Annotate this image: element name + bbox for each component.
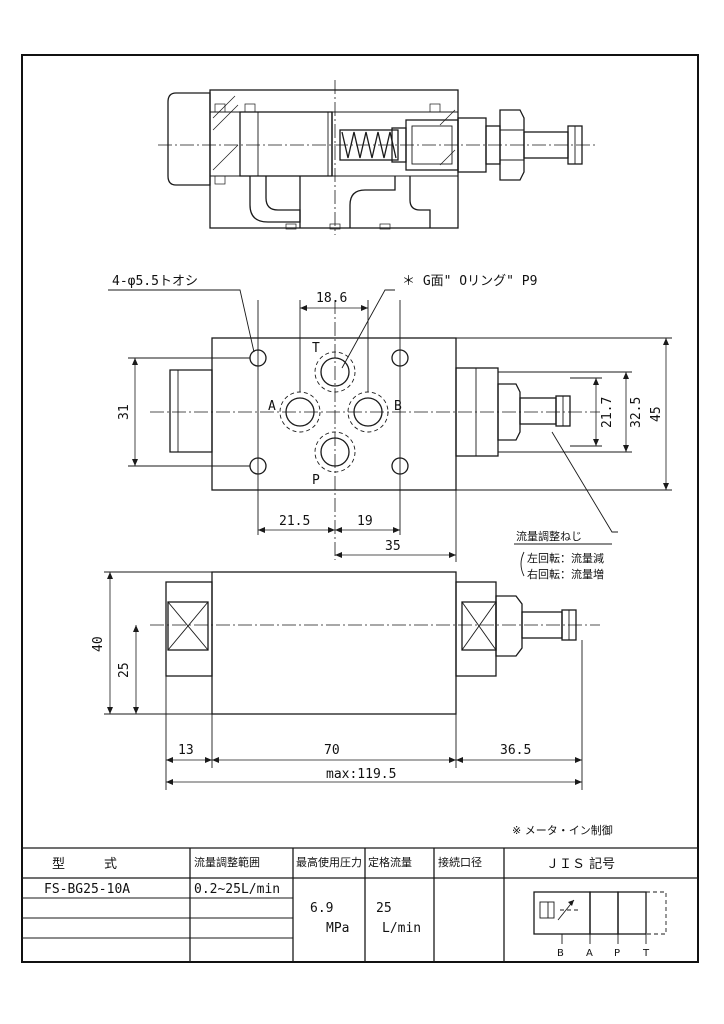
jis-port-b: B xyxy=(557,948,564,959)
dim-70: 70 xyxy=(324,743,340,758)
dim-32-5: 32.5 xyxy=(629,397,644,428)
port-label-a: A xyxy=(268,399,276,414)
cell-pressure-unit: MPa xyxy=(326,921,349,936)
section-view xyxy=(158,80,595,235)
header-model: 型 式 xyxy=(52,857,117,872)
adjust-note-title: 流量調整ねじ xyxy=(516,529,582,543)
dim-45: 45 xyxy=(649,406,664,422)
port-label-b: B xyxy=(394,399,402,414)
header-jis: ＪＩＳ 記号 xyxy=(546,856,615,872)
port-label-p: P xyxy=(312,473,320,488)
spec-table-grid xyxy=(22,847,698,962)
hole-note: 4-φ5.5トオシ xyxy=(112,274,198,289)
header-flow: 定格流量 xyxy=(368,855,412,869)
dim-40: 40 xyxy=(91,636,106,652)
cell-flow-value: 25 xyxy=(376,901,392,916)
dim-21-5: 21.5 xyxy=(279,514,310,529)
sheet-border xyxy=(21,54,699,963)
dim-max: max:119.5 xyxy=(326,767,396,782)
dim-13: 13 xyxy=(178,743,194,758)
header-range: 流量調整範囲 xyxy=(194,855,260,869)
front-view-dimensions xyxy=(104,571,583,790)
adjust-note-line1: 左回転：流量減 xyxy=(527,551,604,565)
dim-19: 19 xyxy=(357,514,373,529)
adjust-note-line2: 右回転：流量増 xyxy=(527,567,604,581)
dim-36-5: 36.5 xyxy=(500,743,531,758)
dim-31: 31 xyxy=(117,404,132,420)
top-view xyxy=(150,300,600,560)
cell-model: FS-BG25-10A xyxy=(44,882,130,897)
dim-21-7: 21.7 xyxy=(600,397,615,428)
cell-pressure-value: 6.9 xyxy=(310,901,333,916)
header-port: 接続口径 xyxy=(438,855,482,869)
jis-port-a: A xyxy=(586,948,593,959)
oring-note: ＊ G面" Oリング" P9 xyxy=(402,274,537,289)
jis-port-t: T xyxy=(642,948,650,959)
cell-range: 0.2~25L/min xyxy=(194,882,280,897)
jis-port-p: P xyxy=(614,948,620,959)
dim-18-6: 18.6 xyxy=(316,291,347,306)
top-view-dimensions xyxy=(108,289,672,562)
port-label-t: T xyxy=(312,341,320,356)
control-note: ※ メータ・イン制御 xyxy=(512,823,613,837)
jis-symbol xyxy=(533,891,667,944)
header-pressure: 最高使用圧力 xyxy=(296,855,362,869)
dim-35: 35 xyxy=(385,539,401,554)
cell-flow-unit: L/min xyxy=(382,921,421,936)
front-view xyxy=(150,571,600,715)
dim-25: 25 xyxy=(117,662,132,678)
